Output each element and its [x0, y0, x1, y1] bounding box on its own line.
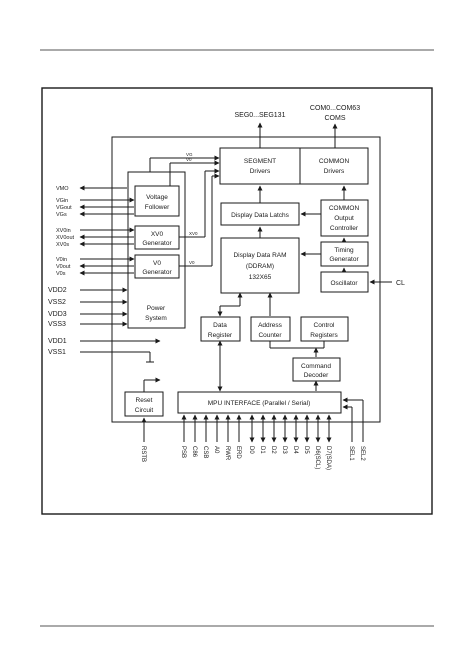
pin-sel2: SEL2 — [359, 446, 365, 461]
v0-line-label: V0 — [189, 260, 195, 265]
common-output-controller-label-2: Output — [334, 215, 354, 222]
segment-drivers-label-2: Drivers — [250, 168, 271, 175]
pin-rwr: RWR — [224, 446, 230, 461]
mpu-interface-block — [177, 391, 342, 414]
display-ram-label-1: Display Data RAM — [233, 252, 286, 259]
pin-v0out: V0out — [56, 264, 71, 270]
common-drivers-label-2: Drivers — [324, 168, 345, 175]
pin-psb: PSB — [180, 446, 186, 458]
common-output-controller-block — [320, 199, 369, 237]
v0-generator-label-1: V0 — [153, 260, 161, 267]
display-ram-label-3: 132X65 — [249, 274, 272, 281]
pin-rstb: RSTB — [140, 446, 146, 462]
pin-vgout: VGout — [56, 205, 72, 211]
pin-sel1: SEL1 — [348, 446, 354, 461]
segment-drivers-block — [219, 147, 301, 185]
voltage-follower-label-1: Voltage — [146, 194, 168, 201]
pin-vdd3: VDD3 — [48, 311, 67, 318]
pin-cl-label: CL — [396, 280, 405, 287]
reset-circuit-label-1: Reset — [136, 397, 153, 404]
com-output-label: COM0...COM63 — [310, 105, 360, 112]
pin-v0in: V0in — [56, 257, 67, 263]
pin-d4: D4 — [292, 446, 298, 454]
chip-boundary — [111, 136, 381, 423]
voltage-follower-label-2: Follower — [145, 204, 170, 211]
pin-d3: D3 — [281, 446, 287, 454]
pin-c86: C86 — [191, 446, 197, 458]
address-counter-label-2: Counter — [258, 332, 282, 339]
pin-vss3: VSS3 — [48, 321, 66, 328]
pin-d2: D2 — [270, 446, 276, 454]
pin-xv0s: XV0s — [56, 242, 69, 248]
pin-vdd2: VDD2 — [48, 287, 67, 294]
pin-xv0in: XV0in — [56, 228, 71, 234]
control-registers-label-1: Control — [314, 322, 336, 329]
timing-generator-label-1: Timing — [334, 247, 354, 254]
address-counter-label-1: Address — [258, 322, 283, 329]
common-drivers-block — [299, 147, 369, 185]
data-register-block — [200, 316, 241, 342]
vg-label: VG — [186, 152, 193, 157]
timing-generator-block — [320, 241, 369, 267]
common-output-controller-label-3: Controller — [330, 225, 359, 232]
pin-a0: A0 — [213, 446, 219, 454]
timing-generator-label-2: Generator — [329, 256, 359, 263]
reset-circuit-block — [124, 391, 164, 417]
diagram-frame — [41, 87, 433, 515]
power-system-label-1: Power — [147, 305, 166, 312]
pin-d0: D0 — [248, 446, 254, 454]
pin-vmo: VMO — [56, 186, 69, 192]
control-registers-block — [300, 316, 349, 342]
display-ram-block — [220, 237, 300, 294]
command-decoder-label-1: Command — [301, 363, 331, 370]
power-system-label-2: System — [145, 315, 167, 322]
seg-output-label: SEG0...SEG131 — [235, 112, 286, 119]
segment-drivers-label-1: SEGMENT — [244, 158, 276, 165]
bottom-pins: RSTB PSB C86 CSB A0 RWR ERD D0 D1 D2 D3 … — [140, 397, 365, 470]
data-register-label-2: Register — [208, 332, 233, 339]
xv0-generator-label-2: Generator — [142, 240, 172, 247]
pin-vgin: VGin — [56, 198, 68, 204]
voltage-follower-block — [134, 185, 180, 217]
pin-vss2: VSS2 — [48, 299, 66, 306]
pin-erd: ERD — [235, 446, 241, 459]
pin-d1: D1 — [259, 446, 265, 454]
pin-csb: CSB — [202, 446, 208, 458]
command-decoder-label-2: Decoder — [304, 372, 329, 379]
pin-vdd1: VDD1 — [48, 338, 67, 345]
pin-xv0out: XV0out — [56, 235, 75, 241]
left-pins: VMO VGin VGout VGs XV0in XV0out XV0s V0i… — [48, 185, 135, 356]
pin-d5: D5 — [303, 446, 309, 454]
vr-label: V0 — [186, 157, 192, 162]
pin-d6: D6(SCL) — [314, 446, 320, 469]
xv0-generator-label-1: XV0 — [151, 231, 164, 238]
display-ram-label-2: (DDRAM) — [246, 263, 274, 270]
common-output-controller-label-1: COMMON — [329, 205, 360, 212]
pin-vgs: VGs — [56, 212, 67, 218]
control-registers-label-2: Registers — [310, 332, 338, 339]
data-register-label-1: Data — [213, 322, 227, 329]
pin-v0s: V0s — [56, 271, 66, 277]
mpu-interface-label: MPU INTERFACE (Parallel / Serial) — [208, 400, 311, 407]
v0-generator-label-2: Generator — [142, 269, 172, 276]
pin-d7: D7(SDA) — [325, 446, 331, 470]
coms-output-label: COMS — [325, 115, 346, 122]
common-drivers-label-1: COMMON — [319, 158, 350, 165]
pin-vss1: VSS1 — [48, 349, 66, 356]
display-latches-label: Display Data Latchs — [231, 212, 290, 219]
reset-circuit-label-2: Circuit — [135, 407, 154, 414]
oscillator-label: Oscillator — [330, 280, 358, 287]
xv0-line-label: XV0 — [189, 231, 198, 236]
